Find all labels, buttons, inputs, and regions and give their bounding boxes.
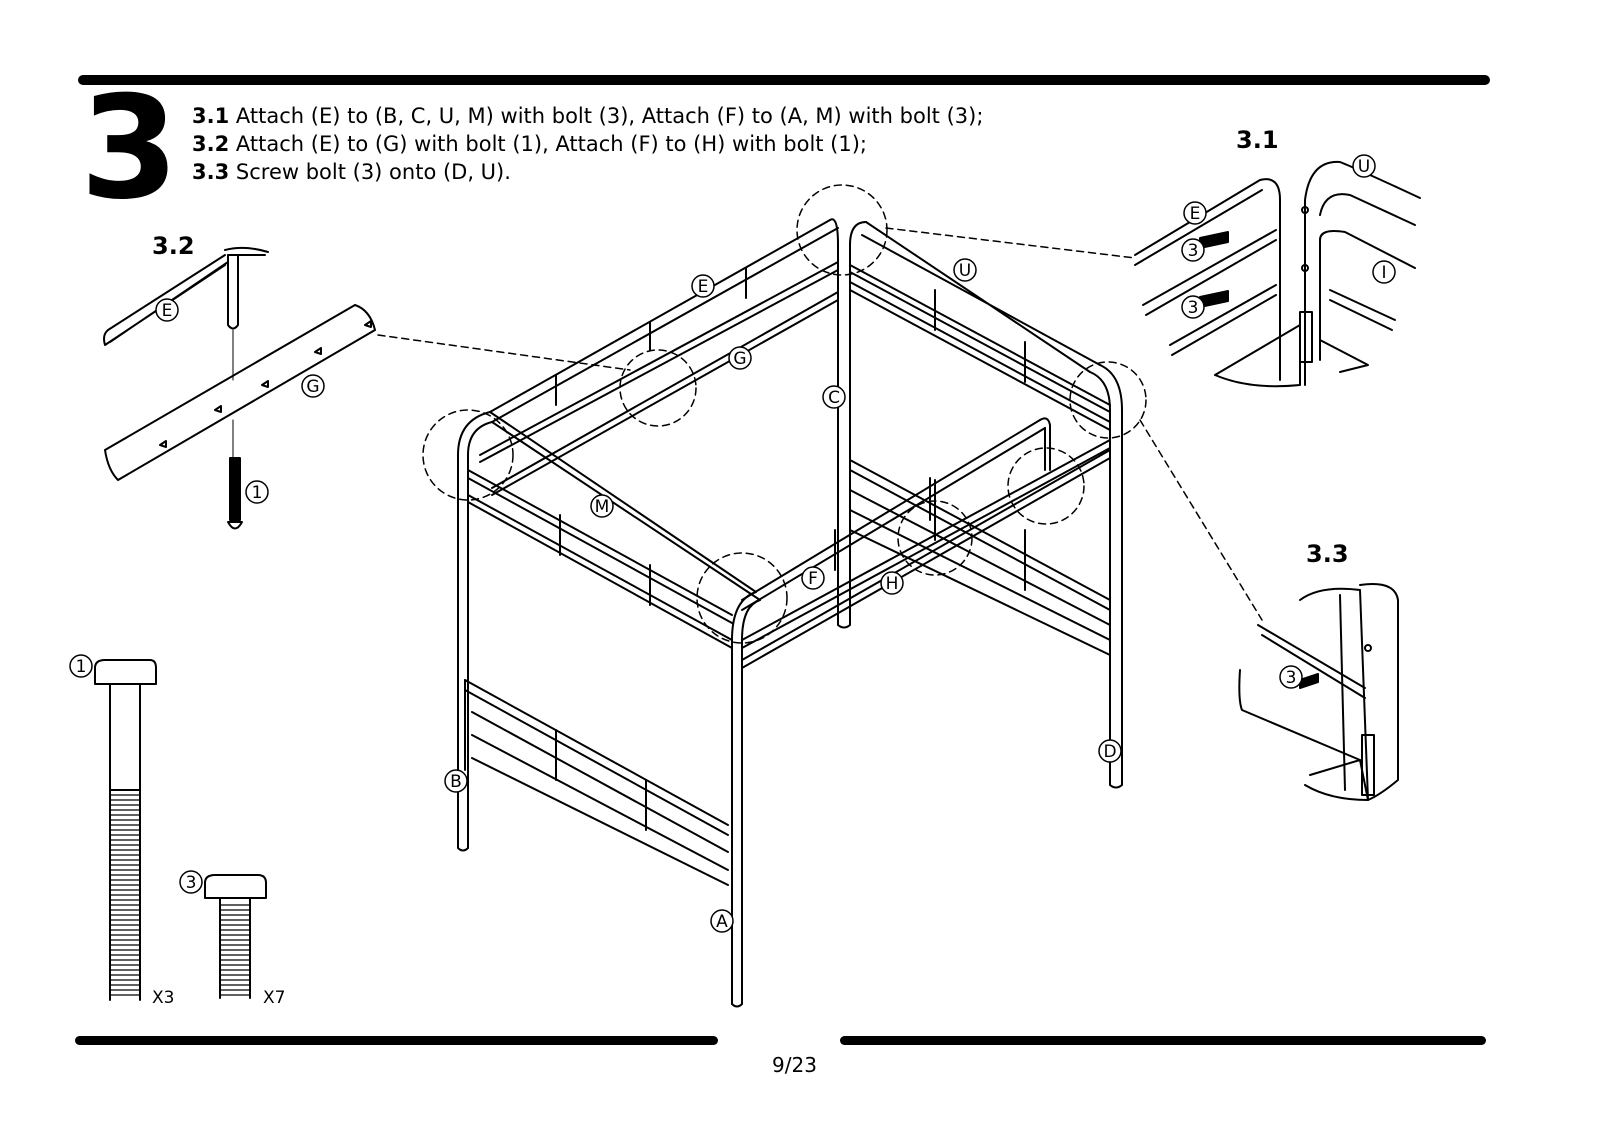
callout-c-main: C xyxy=(822,385,846,409)
bolt3-quantity: X7 xyxy=(263,988,285,1008)
detail-3-1-drawing xyxy=(1134,160,1421,388)
svg-text:A: A xyxy=(716,912,728,932)
instruction-number: 3.3 xyxy=(192,160,230,184)
rail-m xyxy=(467,411,761,649)
slat-g xyxy=(491,291,839,496)
instruction-text: Screw bolt (3) onto (D, U). xyxy=(235,160,511,184)
corner-back xyxy=(829,218,867,246)
lower-rail-left xyxy=(464,679,729,886)
svg-text:3: 3 xyxy=(186,873,197,893)
part-callouts: E U G C M F H B A D E G 1 E U I 3 3 3 1 … xyxy=(69,154,1396,1008)
callout-e-main: E xyxy=(691,274,715,298)
rail-e xyxy=(479,219,839,463)
step-number: 3 xyxy=(80,66,179,231)
bolt-1-drawing xyxy=(94,659,157,1001)
rail-f xyxy=(741,419,1111,649)
callout-e-3-2: E xyxy=(155,298,179,322)
svg-text:M: M xyxy=(595,497,610,517)
svg-text:3: 3 xyxy=(1188,298,1199,318)
bottom-rule-left xyxy=(75,1036,718,1045)
svg-text:U: U xyxy=(1358,157,1370,177)
callout-g-main: G xyxy=(728,346,752,370)
instruction-3-3: 3.3 Screw bolt (3) onto (D, U). xyxy=(192,160,511,184)
svg-text:1: 1 xyxy=(252,483,263,503)
bed-frame xyxy=(457,218,1123,1008)
callout-u-main: U xyxy=(953,258,977,282)
svg-text:G: G xyxy=(733,349,746,369)
callout-bolt3-3-1-a: 3 xyxy=(1181,238,1205,262)
callout-i-3-1: I xyxy=(1372,260,1396,284)
top-rule xyxy=(78,75,1490,85)
bottom-rule-right xyxy=(840,1036,1486,1045)
callout-bolt3-3-1-b: 3 xyxy=(1181,295,1205,319)
callout-h-main: H xyxy=(880,571,904,595)
callout-bolt1-hardware: 1 xyxy=(69,654,93,678)
detail-3-3-drawing xyxy=(1238,583,1399,801)
svg-text:C: C xyxy=(828,388,840,408)
instruction-3-1: 3.1 Attach (E) to (B, C, U, M) with bolt… xyxy=(192,104,983,128)
post-d xyxy=(1109,409,1123,789)
svg-text:E: E xyxy=(1190,204,1201,224)
instruction-3-2: 3.2 Attach (E) to (G) with bolt (1), Att… xyxy=(192,132,867,156)
page-number: 9/23 xyxy=(772,1053,817,1077)
callout-bolt1-3-2: 1 xyxy=(245,480,269,504)
callout-d-main: D xyxy=(1098,739,1122,763)
svg-text:3: 3 xyxy=(1188,241,1199,261)
svg-text:H: H xyxy=(886,574,899,594)
callout-bolt3-3-3: 3 xyxy=(1279,665,1303,689)
lower-rail-right xyxy=(849,459,1111,656)
detail-3-2-drawing xyxy=(103,246,376,530)
rail-h xyxy=(741,449,1111,669)
instruction-number: 3.1 xyxy=(192,104,230,128)
bolt-3-drawing xyxy=(204,874,267,999)
corner-back-left xyxy=(457,411,493,456)
bolt1-quantity: X3 xyxy=(152,988,174,1008)
svg-text:U: U xyxy=(959,261,971,281)
callout-g-3-2: G xyxy=(301,374,325,398)
svg-text:E: E xyxy=(162,301,173,321)
svg-text:I: I xyxy=(1381,263,1386,283)
svg-text:B: B xyxy=(450,772,462,792)
callout-b-main: B xyxy=(444,769,468,793)
detail-label-3-3: 3.3 xyxy=(1306,540,1349,568)
callout-a-main: A xyxy=(710,909,734,933)
post-c xyxy=(837,244,851,629)
svg-text:D: D xyxy=(1103,742,1116,762)
instruction-number: 3.2 xyxy=(192,132,230,156)
instruction-text: Attach (E) to (B, C, U, M) with bolt (3)… xyxy=(235,104,984,128)
callout-m-main: M xyxy=(590,494,614,518)
callout-u-3-1: U xyxy=(1352,154,1376,178)
callout-f-main: F xyxy=(801,566,825,590)
svg-text:F: F xyxy=(808,569,818,589)
rail-u xyxy=(849,221,1111,413)
post-a xyxy=(731,639,743,1008)
detail-label-3-1: 3.1 xyxy=(1236,126,1279,154)
svg-text:E: E xyxy=(698,277,709,297)
svg-text:G: G xyxy=(306,377,319,397)
callout-e-3-1: E xyxy=(1183,201,1207,225)
svg-text:3: 3 xyxy=(1286,668,1297,688)
callout-bolt3-hardware: 3 xyxy=(179,870,203,894)
detail-label-3-2: 3.2 xyxy=(152,232,195,260)
svg-text:1: 1 xyxy=(76,657,87,677)
detail-circles xyxy=(377,184,1263,644)
instruction-text: Attach (E) to (G) with bolt (1), Attach … xyxy=(235,132,868,156)
